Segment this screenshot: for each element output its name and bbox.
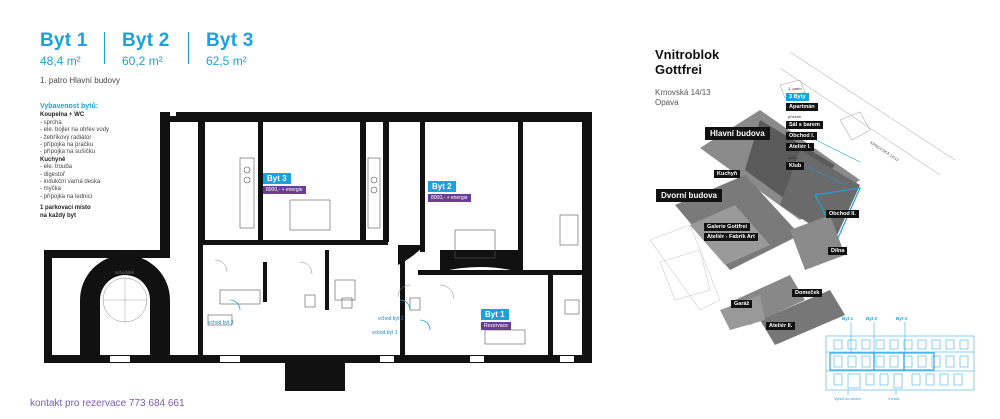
floor-label: 1. patro Hlavní budovy bbox=[40, 76, 121, 85]
address-line: Opava bbox=[655, 98, 679, 107]
divider bbox=[104, 32, 105, 64]
unit-name: Byt 2 bbox=[122, 30, 170, 51]
elevation-gate-label: Vjezd do dvora bbox=[834, 396, 861, 401]
apt-name: Byt 3 bbox=[263, 173, 291, 184]
contact-line: kontakt pro rezervace 773 684 661 bbox=[30, 398, 185, 409]
fixtures bbox=[207, 157, 580, 345]
kitchen-title: Kuchyně bbox=[40, 156, 66, 163]
walls bbox=[44, 112, 592, 391]
elevation-label-byt-3: Byt 3 bbox=[896, 316, 908, 321]
unit-name: Byt 3 bbox=[206, 30, 254, 51]
label-domecek: Domeček bbox=[792, 289, 823, 297]
bath-item: - přípojka na sušičku bbox=[40, 149, 96, 156]
elevation-label-byt-2: Byt 2 bbox=[866, 316, 878, 321]
label-garaz: Garáž bbox=[731, 300, 753, 308]
leader-lines bbox=[807, 135, 861, 186]
entrance-arcs bbox=[229, 299, 431, 331]
label-klub: Klub bbox=[786, 162, 805, 170]
label-obchod-2: Obchod II. bbox=[826, 210, 859, 218]
apt-price: 8000,- + energie bbox=[428, 194, 471, 202]
unit-byt-1: Byt 1 48,4 m² bbox=[40, 30, 87, 68]
label-apartman: Apartmán bbox=[786, 103, 818, 111]
label-obchod-1: Obchod I. bbox=[786, 132, 818, 140]
apt-name: Byt 2 bbox=[428, 181, 456, 192]
parking-line: 1 parkovací místo bbox=[40, 205, 91, 212]
street-lines bbox=[779, 51, 956, 176]
label-atelier-1: Ateliér I. bbox=[786, 143, 814, 151]
elevation-label-byt-1: Byt 1 bbox=[842, 316, 854, 321]
elevation-leaders bbox=[847, 322, 906, 395]
floor-plan bbox=[44, 112, 592, 391]
elevation-entrance-label: Vchod bbox=[888, 396, 900, 401]
unit-byt-3: Byt 3 62,5 m² bbox=[206, 30, 253, 68]
spiral-stair bbox=[80, 255, 170, 355]
unit-area: 48,4 m² bbox=[40, 54, 81, 68]
unit-area: 62,5 m² bbox=[206, 54, 247, 68]
label-main-building: Hlavní budova bbox=[705, 127, 770, 140]
bath-item: - sprcha bbox=[40, 119, 62, 126]
kitchen-item: - myčka bbox=[40, 186, 61, 193]
site-address: Krnovská 14/13 Opava bbox=[655, 88, 711, 108]
door-arcs bbox=[214, 259, 455, 300]
label-sal-s-barem: Sál s barem bbox=[786, 121, 823, 129]
site-title: Vnitroblok Gottfrei bbox=[655, 47, 719, 77]
site-title-line: Vnitroblok bbox=[655, 47, 720, 62]
label-fabrik-art: Ateliér - Fabrik Art bbox=[704, 233, 758, 241]
elevation-facade bbox=[825, 335, 975, 391]
label-dilna: Dílna bbox=[828, 247, 848, 255]
bath-item: - ele. bojler na ohřev vody bbox=[40, 127, 110, 134]
plan-tag-byt-3: Byt 3 8000,- + energie bbox=[263, 168, 306, 194]
plan-tag-byt-1: Byt 1 Rezervace bbox=[481, 304, 511, 330]
label-3-byty: 3 Byty bbox=[786, 93, 809, 101]
unit-name: Byt 1 bbox=[40, 30, 88, 51]
apt-price: 8000,- + energie bbox=[263, 186, 306, 194]
bath-item: - přípojka na pračku bbox=[40, 142, 94, 149]
apt-price: Rezervace bbox=[481, 322, 511, 330]
windows bbox=[110, 356, 574, 362]
note-1-patro: 1. patro bbox=[788, 86, 802, 91]
kitchen-item: - indukční varná deska bbox=[40, 179, 101, 186]
note-sklep: sklep bbox=[788, 155, 798, 160]
label-kuchyn: Kuchyň bbox=[714, 170, 741, 178]
label-atelier-2: Ateliér II. bbox=[766, 322, 796, 330]
address-line: Krnovská 14/13 bbox=[655, 88, 711, 97]
equipment-list: Vybavenost bytů: Koupelna + WC - sprcha … bbox=[40, 103, 140, 220]
entrance-byt-1-label: vchod byt 1 bbox=[372, 330, 398, 336]
note-prizemi: přízemí bbox=[788, 114, 802, 119]
unit-area: 60,2 m² bbox=[122, 54, 163, 68]
divider bbox=[188, 32, 189, 64]
kitchen-item: - digestoř bbox=[40, 171, 66, 178]
elevation-apartments bbox=[829, 352, 935, 371]
entrance-byt-3-label: vchod byt 3 bbox=[208, 320, 234, 326]
plan-tag-byt-2: Byt 2 8000,- + energie bbox=[428, 176, 471, 202]
label-galerie: Galerie Gottfrei bbox=[704, 223, 751, 231]
site-title-line: Gottfrei bbox=[655, 62, 702, 77]
stair-label: schodiště bbox=[115, 270, 135, 275]
kitchen-item: - přípojka na lednici bbox=[40, 193, 93, 200]
unit-byt-2: Byt 2 60,2 m² bbox=[122, 30, 169, 68]
kitchen-item: - ele. trouba bbox=[40, 164, 73, 171]
entrance-byt-2-label: vchod byt 2 bbox=[378, 316, 404, 322]
bath-item: - žebříkový radiátor bbox=[40, 134, 92, 141]
equipment-heading: Vybavenost bytů: bbox=[40, 103, 99, 110]
bath-title: Koupelna + WC bbox=[40, 112, 85, 119]
apt-name: Byt 1 bbox=[481, 309, 509, 320]
parking-line: na každý byt bbox=[40, 212, 77, 219]
label-courtyard-building: Dvorní budova bbox=[656, 189, 723, 202]
